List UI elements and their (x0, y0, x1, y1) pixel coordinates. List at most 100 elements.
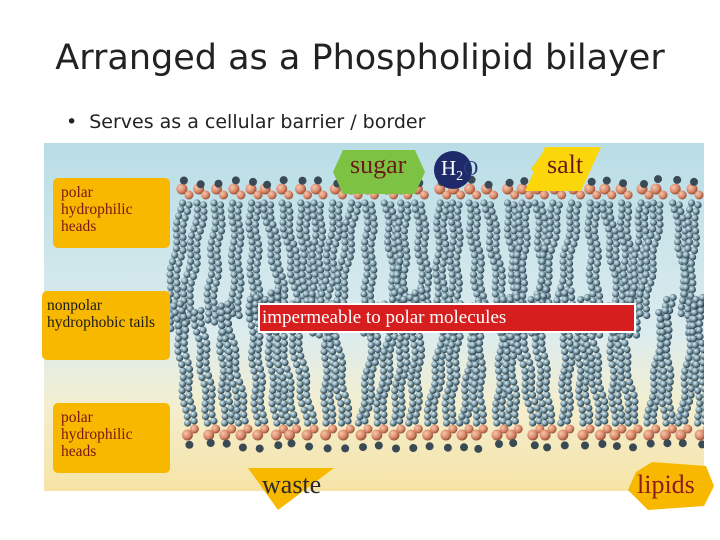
tail-atom (665, 384, 673, 393)
tail-atom (235, 246, 243, 255)
tail-atom (536, 380, 544, 388)
tail-atom (553, 214, 561, 222)
tail-atom (588, 373, 596, 382)
tail-atom (613, 259, 621, 268)
tail-atom (181, 345, 189, 354)
tail-atom (442, 240, 450, 248)
slide-title: Arranged as a Phospholipid bilayer (55, 38, 665, 78)
head-atom (539, 190, 549, 200)
tail-atom (384, 231, 392, 240)
tail-atom (649, 272, 657, 281)
tail-atom (193, 240, 201, 248)
tail-atom (616, 225, 625, 233)
tail-atom (210, 292, 218, 300)
tail-atom (606, 238, 614, 246)
tail-atom (692, 360, 701, 369)
tail-atom (442, 393, 450, 401)
tail-atom (529, 391, 537, 399)
tail-atom (210, 205, 218, 214)
tail-atom (303, 371, 311, 380)
tail-atom (316, 246, 324, 255)
tail-atom (585, 231, 593, 240)
tail-atom (208, 397, 216, 406)
tail-atom (621, 257, 629, 266)
tail-atom (360, 283, 368, 292)
tail-atom (480, 199, 488, 207)
tail-atom (286, 207, 294, 216)
tail-atom (229, 218, 237, 227)
sugar-hexagon-icon (333, 150, 425, 194)
tail-atom (423, 406, 431, 414)
tail-atom (498, 266, 506, 274)
tail-atom (538, 277, 546, 285)
tail-atom (394, 373, 402, 382)
tail-atom (413, 378, 421, 386)
tail-atom (650, 386, 658, 395)
tail-atom (257, 391, 265, 399)
tail-atom (328, 205, 336, 214)
tail-atom (287, 257, 295, 266)
head-atom (651, 424, 661, 434)
tail-atom (471, 360, 480, 369)
tail-atom (280, 279, 288, 287)
tail-atom (411, 205, 420, 214)
tail-atom (462, 417, 470, 425)
tail-atom (382, 205, 390, 214)
tail-atom (455, 227, 464, 235)
tail-atom (567, 345, 575, 354)
tail-atom (334, 283, 342, 292)
tail-atom (232, 352, 240, 360)
tail-atom (573, 227, 581, 235)
tail-atom (601, 410, 609, 419)
tail-atom (691, 341, 699, 349)
head-atom (585, 424, 595, 434)
bullet-dot: • (66, 111, 78, 133)
tail-atom (643, 419, 651, 427)
head-atom (520, 177, 529, 186)
tail-atom (253, 412, 261, 421)
tail-atom (475, 246, 484, 255)
tail-atom (596, 384, 605, 393)
head-atom (654, 175, 662, 184)
tail-atom (237, 279, 245, 287)
tail-atom (455, 272, 463, 281)
tail-atom (363, 225, 371, 233)
head-atom (644, 190, 654, 200)
tail-atom (628, 290, 637, 298)
tail-atom (685, 238, 694, 246)
tail-atom (292, 246, 300, 255)
tail-atom (379, 360, 387, 369)
tail-atom (594, 412, 603, 421)
tail-atom (442, 246, 450, 255)
tail-atom (594, 246, 602, 255)
head-atom (253, 190, 263, 200)
tail-atom (186, 244, 194, 253)
tail-atom (585, 212, 594, 220)
tail-atom (504, 218, 512, 227)
tail-atom (344, 404, 353, 412)
tail-atom (334, 270, 342, 279)
tail-atom (333, 386, 341, 395)
tail-atom (515, 244, 523, 253)
head-atom (592, 190, 602, 200)
tail-atom (611, 419, 620, 427)
tail-atom (665, 397, 673, 406)
tail-atom (204, 283, 212, 292)
tail-atom (566, 225, 574, 233)
tail-atom (545, 259, 553, 268)
tail-atom (498, 279, 506, 287)
tail-atom (228, 244, 236, 253)
tail-atom (418, 207, 426, 216)
tail-atom (416, 358, 424, 367)
tail-atom (466, 360, 474, 369)
tail-atom (416, 257, 424, 266)
tail-atom (607, 214, 615, 222)
tail-atom (570, 240, 578, 248)
tail-atom (338, 257, 346, 266)
tail-atom (496, 380, 504, 388)
tail-atom (545, 253, 554, 261)
tail-atom (231, 386, 240, 395)
tail-atom (283, 365, 291, 373)
tail-atom (421, 233, 429, 242)
tail-atom (559, 251, 568, 259)
